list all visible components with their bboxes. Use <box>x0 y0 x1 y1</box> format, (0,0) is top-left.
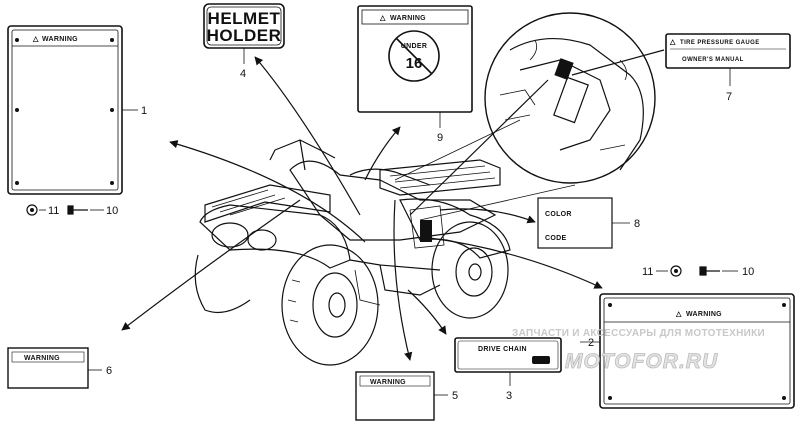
label-3-title: DRIVE CHAIN <box>478 346 527 353</box>
label-1-title: WARNING <box>42 36 78 43</box>
fastener-set-left: 11 10 <box>26 204 118 217</box>
callout-1: 1 <box>141 105 147 117</box>
callout-7: 7 <box>726 91 732 103</box>
label-2-warning-plate: △ WARNING <box>599 293 795 409</box>
label-7-line2: OWNER'S MANUAL <box>682 57 744 63</box>
fastener-set-right: 11 10 <box>642 265 754 278</box>
label-5-warning: WARNING <box>355 371 435 421</box>
warning-triangle-icon: △ <box>379 15 386 22</box>
atv-illustration <box>194 139 511 366</box>
label-3-drive-chain: DRIVE CHAIN <box>454 337 562 373</box>
label-7-tire-pressure: △ TIRE PRESSURE GAUGE OWNER'S MANUAL <box>665 33 791 69</box>
label-6-warning: WARNING <box>7 347 89 389</box>
detail-magnifier <box>484 12 656 184</box>
warning-triangle-icon: △ <box>669 39 676 46</box>
label-4-helmet-holder: HELMET HOLDER <box>203 3 285 49</box>
label-6-title: WARNING <box>24 355 60 362</box>
label-8-line2: CODE <box>545 235 566 242</box>
watermark-line2: MOTOFOR.RU <box>565 350 718 373</box>
callout-11-right: 11 <box>642 266 653 278</box>
callout-11-left: 11 <box>48 205 59 217</box>
watermark-line1: ЗАПЧАСТИ И АКСЕССУАРЫ ДЛЯ МОТОТЕХНИКИ <box>512 328 765 339</box>
label-1-warning-plate: △ WARNING <box>7 25 123 195</box>
label-9-title: WARNING <box>390 15 426 22</box>
watermark: ЗАПЧАСТИ И АКСЕССУАРЫ ДЛЯ МОТОТЕХНИКИ MO… <box>512 328 765 373</box>
label-4-line2: HOLDER <box>207 26 282 45</box>
label-4-line1: HELMET <box>208 9 281 28</box>
label-9-warning-age: △ WARNING UNDER 16 <box>357 5 473 113</box>
callout-2: 2 <box>588 337 594 349</box>
callout-9: 9 <box>437 132 443 144</box>
label-8-color-code: COLOR CODE <box>537 197 613 249</box>
callout-3: 3 <box>506 390 512 402</box>
warning-triangle-icon: △ <box>675 311 682 318</box>
label-8-line1: COLOR <box>545 211 572 218</box>
label-9-badge-line1: UNDER <box>401 43 427 50</box>
label-7-line1: TIRE PRESSURE GAUGE <box>680 40 760 46</box>
label-5-title: WARNING <box>370 379 406 386</box>
callout-10-left: 10 <box>106 205 118 217</box>
callout-6: 6 <box>106 365 112 377</box>
leader-arrows <box>121 49 665 361</box>
label-2-title: WARNING <box>686 311 722 318</box>
callout-4: 4 <box>240 68 246 80</box>
callout-5: 5 <box>452 390 458 402</box>
callout-8: 8 <box>634 218 640 230</box>
callout-10-right: 10 <box>742 266 754 278</box>
label-9-badge-line2: 16 <box>406 55 423 72</box>
warning-triangle-icon: △ <box>32 36 39 43</box>
